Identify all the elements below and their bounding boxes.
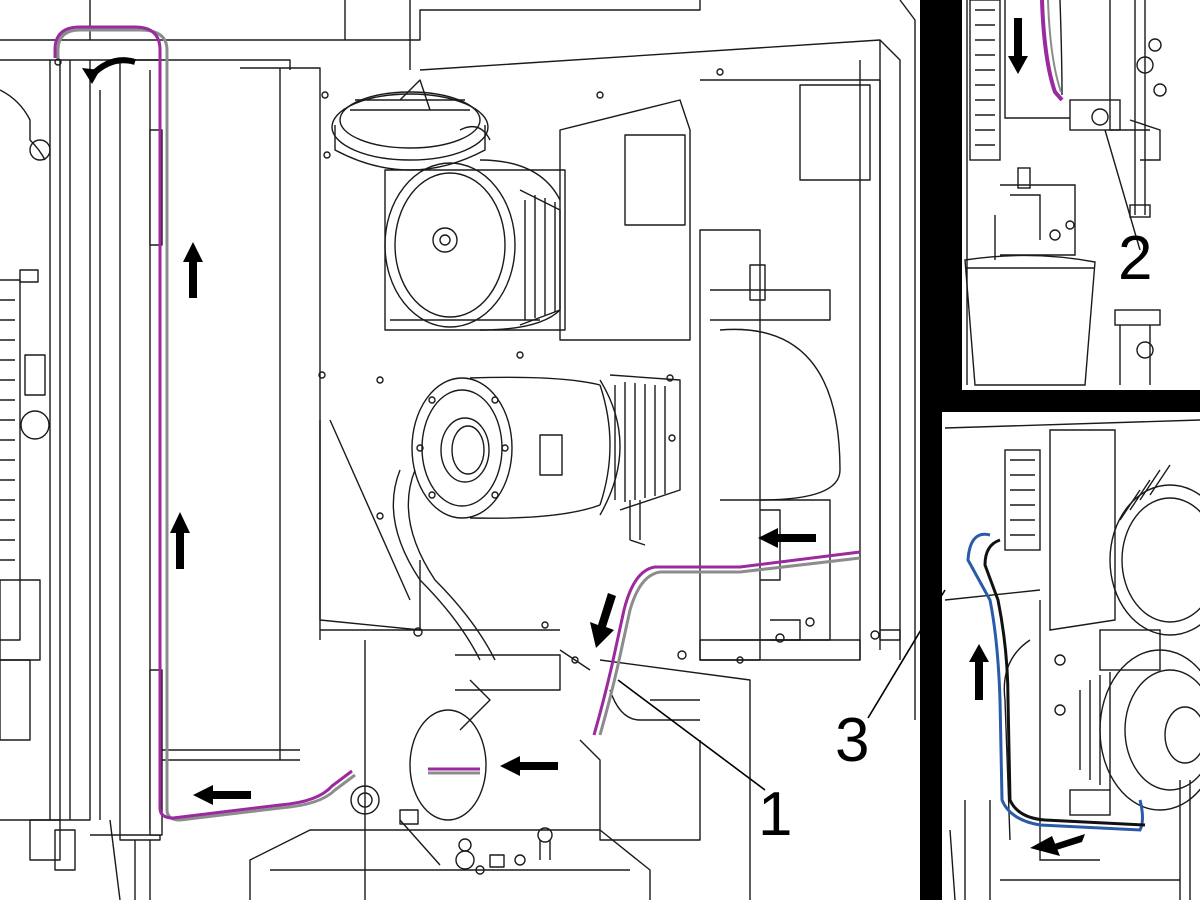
left-components [0, 89, 76, 871]
fan-assembly [331, 79, 491, 171]
inset-frames [920, 0, 1200, 900]
flow-arrows [170, 242, 816, 805]
callout-2: 2 [1118, 224, 1153, 293]
cabinet-frame [0, 0, 916, 901]
gearbox-housing [559, 79, 881, 661]
callout-3: 3 [835, 706, 870, 775]
hose-1 [53, 25, 861, 820]
arrow-left [1030, 834, 1085, 856]
inset-top-hose-shadow [1047, 0, 1062, 93]
arrow-up [183, 242, 203, 298]
arrow-down-left [590, 593, 616, 648]
arrow-left [193, 785, 251, 805]
motor [384, 159, 566, 331]
arrow-up [170, 512, 190, 569]
hose-1-shadow [56, 28, 861, 822]
main-view [0, 0, 946, 901]
arrow-curved [89, 57, 136, 78]
arrow-up [969, 644, 989, 700]
leader-line-1 [617, 679, 766, 791]
left-door-panel [0, 58, 163, 841]
arrow-curved-head [82, 68, 100, 84]
inset-top-hose [1040, 0, 1064, 102]
callout-1: 1 [758, 780, 793, 849]
inset-top-detail [964, 0, 1167, 386]
lower-bracket [249, 419, 701, 900]
arrow-left [758, 528, 816, 548]
pump-head [411, 374, 681, 519]
inset-bottom-detail [944, 419, 1200, 901]
arrow-left [500, 756, 558, 776]
inset-bottom-hose-blue [966, 532, 1144, 832]
inset-bottom-hose-dark [983, 538, 1146, 827]
small-fittings [318, 68, 901, 664]
arrow-down [1008, 18, 1028, 74]
